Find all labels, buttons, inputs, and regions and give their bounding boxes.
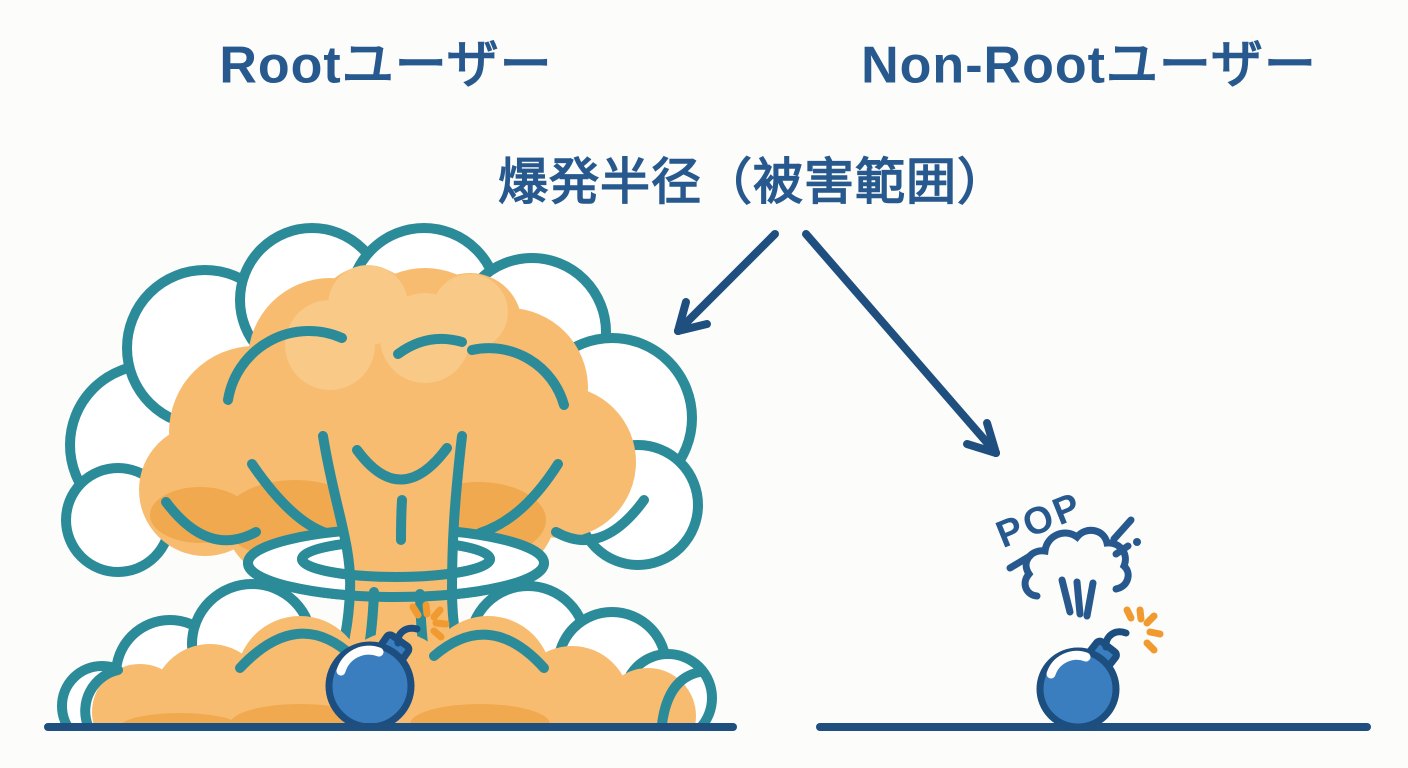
blast-radius-arrow-left [674, 230, 779, 335]
bomb-highlight [336, 645, 384, 676]
bomb-body [325, 641, 415, 731]
cloud-head-detail-arcs [161, 326, 649, 546]
blast-radius-label: 爆発半径（被害範囲） [498, 154, 1008, 210]
blast-radius-arrow-right [802, 230, 1000, 457]
bomb-fuse [1102, 628, 1130, 651]
fuse-spark-icon [409, 601, 450, 641]
bomb-fuse [394, 624, 421, 647]
non-root-user-title: Non-Rootユーザー [861, 36, 1317, 95]
small-pop-icon [1006, 516, 1164, 731]
bomb-icon-right [1036, 606, 1164, 731]
pop-radiating-dashes [1006, 516, 1141, 572]
blast-ring-front [243, 554, 549, 602]
fuse-spark-icon [1123, 606, 1164, 654]
bomb-highlight [1046, 650, 1091, 679]
root-user-title: Rootユーザー [219, 36, 553, 95]
pop-burst-lines [1058, 576, 1097, 620]
bomb-icon-left [325, 601, 450, 731]
pop-puff-cloud-icon [1021, 526, 1132, 600]
mushroom-cloud-icon [57, 223, 717, 731]
bomb-body [1036, 647, 1120, 731]
